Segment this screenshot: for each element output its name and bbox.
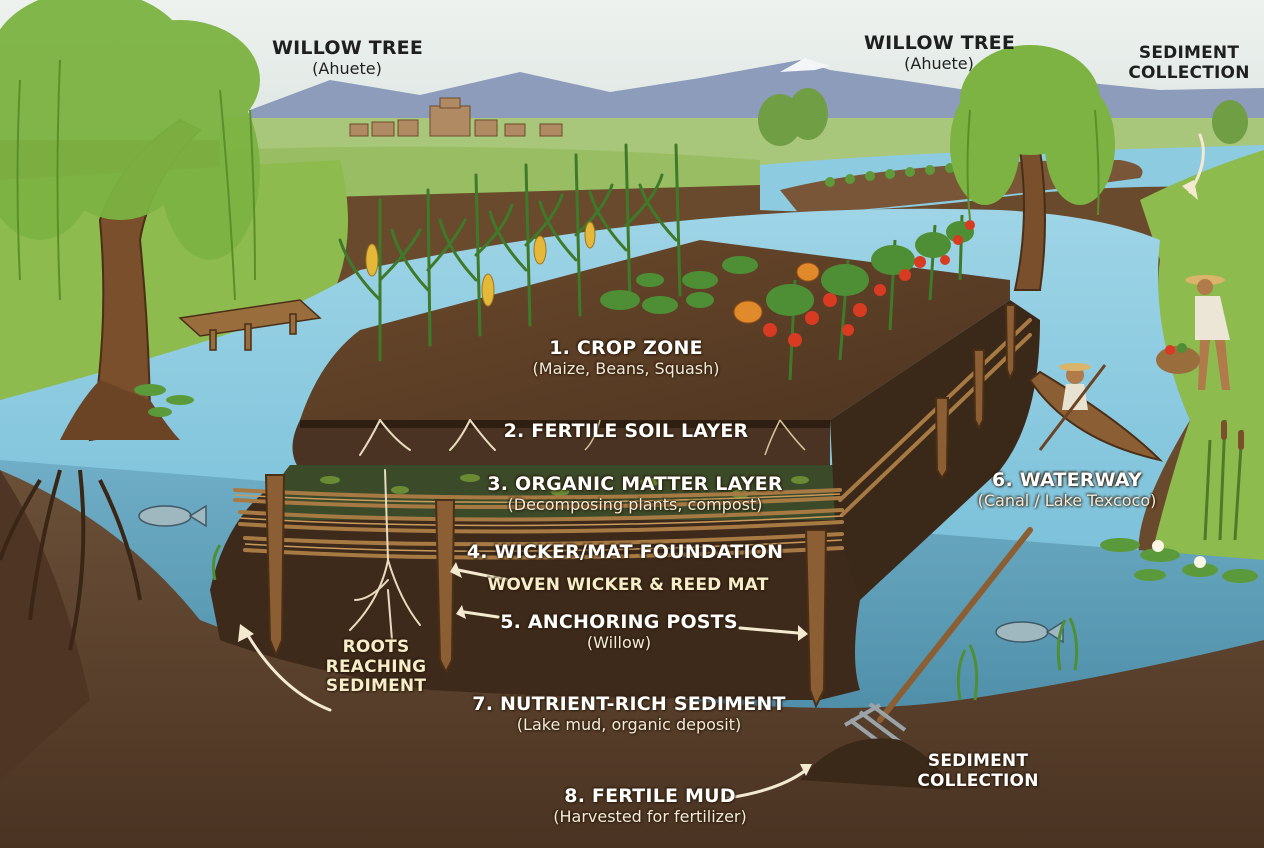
label-title: WILLOW TREE xyxy=(272,37,424,59)
label-fertile-mud: 8. FERTILE MUD (Harvested for fertilizer… xyxy=(520,785,780,826)
label-subtitle: (Maize, Beans, Squash) xyxy=(532,358,720,378)
label-subtitle: (Lake mud, organic deposit) xyxy=(516,714,742,734)
label-willow-tree-right: WILLOW TREE (Ahuete) xyxy=(864,32,1016,73)
label-woven-wicker-reed-mat: WOVEN WICKER & REED MAT xyxy=(478,575,778,596)
label-title: WOVEN WICKER & REED MAT xyxy=(487,575,769,595)
left-tree-roots xyxy=(0,469,142,651)
maize-plant-icon xyxy=(338,143,682,362)
lake-bottom-sediment xyxy=(0,470,1264,848)
label-title: 8. FERTILE MUD xyxy=(564,785,736,807)
label-title: 4. WICKER/MAT FOUNDATION xyxy=(466,541,784,563)
label-anchoring-posts: 5. ANCHORING POSTS (Willow) xyxy=(494,611,744,652)
label-title: 6. WATERWAY xyxy=(992,469,1142,491)
farmer-icon xyxy=(1156,275,1230,390)
annotation-arrows xyxy=(244,133,1205,800)
maize-cobs xyxy=(365,221,596,307)
label-crop-zone: 1. CROP ZONE (Maize, Beans, Squash) xyxy=(506,337,746,378)
label-subtitle: (Harvested for fertilizer) xyxy=(553,806,747,826)
fish-icon xyxy=(138,504,1064,644)
label-subtitle: (Canal / Lake Texcoco) xyxy=(977,490,1157,510)
label-waterway: 6. WATERWAY (Canal / Lake Texcoco) xyxy=(962,469,1172,510)
woven-wicker-icon xyxy=(233,318,1032,560)
underwater-plants xyxy=(211,544,1079,701)
label-title: 2. FERTILE SOIL LAYER xyxy=(503,420,749,442)
willow-tree-right-icon xyxy=(950,45,1115,291)
label-willow-tree-left: WILLOW TREE (Ahuete) xyxy=(272,37,424,78)
label-title: 5. ANCHORING POSTS xyxy=(500,611,738,633)
squash-icon xyxy=(733,262,820,324)
label-wicker-mat-foundation: 4. WICKER/MAT FOUNDATION xyxy=(455,541,795,564)
anchoring-posts-icon xyxy=(264,304,1017,709)
label-title: WILLOW TREE xyxy=(864,32,1016,54)
label-sediment-collection-bottom: SEDIMENT COLLECTION xyxy=(908,751,1048,791)
label-title: 7. NUTRIENT-RICH SEDIMENT xyxy=(472,693,786,715)
label-nutrient-rich-sediment: 7. NUTRIENT-RICH SEDIMENT (Lake mud, org… xyxy=(464,693,794,734)
fertile-soil-band xyxy=(292,420,830,470)
distant-village-icon xyxy=(349,97,563,137)
label-line: ROOTS xyxy=(342,637,410,657)
label-line: SEDIMENT xyxy=(1138,43,1240,63)
label-line: COLLECTION xyxy=(1128,62,1250,83)
bean-plants-icon xyxy=(600,256,758,314)
label-organic-matter-layer: 3. ORGANIC MATTER LAYER (Decomposing pla… xyxy=(470,473,800,514)
label-roots-reaching-sediment: ROOTS REACHING SEDIMENT xyxy=(316,637,436,697)
pitchfork-icon xyxy=(844,527,1033,752)
label-title: 1. CROP ZONE xyxy=(549,337,703,359)
label-subtitle: (Willow) xyxy=(586,632,652,652)
label-sediment-collection-top: SEDIMENT COLLECTION xyxy=(1124,43,1254,83)
water-lily-icon xyxy=(1100,538,1258,583)
label-line: COLLECTION xyxy=(917,770,1039,791)
label-line: REACHING xyxy=(325,656,427,677)
label-subtitle: (Ahuete) xyxy=(904,53,974,73)
canoe-icon xyxy=(1028,363,1164,462)
label-line: SEDIMENT xyxy=(927,751,1029,771)
roots-icon xyxy=(349,419,496,641)
tomato-plant-icon xyxy=(763,214,975,381)
lily-pads-left xyxy=(134,384,194,417)
distant-trees xyxy=(758,88,1248,146)
willow-tree-left-icon xyxy=(0,0,260,442)
label-line: SEDIMENT xyxy=(325,676,427,697)
dock-icon xyxy=(178,299,322,351)
label-subtitle: (Decomposing plants, compost) xyxy=(507,494,763,514)
label-title: 3. ORGANIC MATTER LAYER xyxy=(487,473,783,495)
left-bank xyxy=(0,160,348,400)
label-fertile-soil-layer: 2. FERTILE SOIL LAYER xyxy=(486,420,766,443)
label-subtitle: (Ahuete) xyxy=(312,58,382,78)
fertile-mud-pile xyxy=(800,738,950,790)
